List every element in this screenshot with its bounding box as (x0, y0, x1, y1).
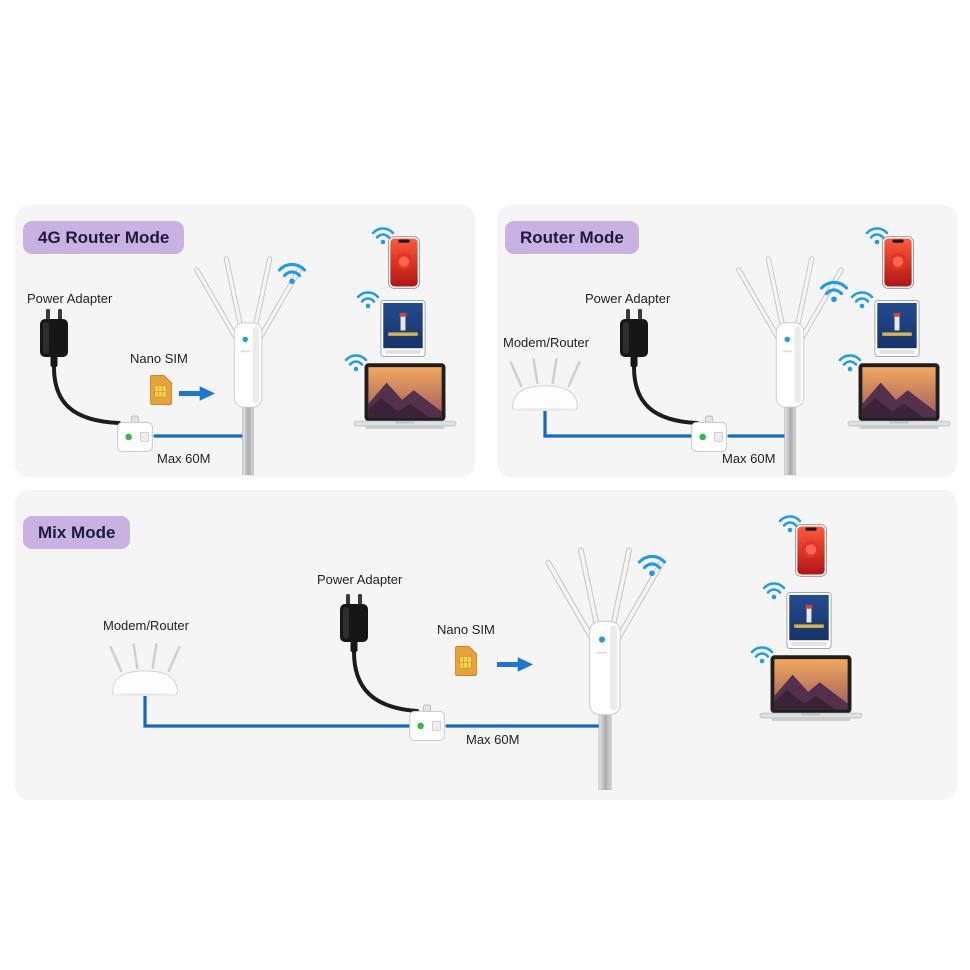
mode-badge: Mix Mode (23, 516, 131, 549)
wifi-signal-icon (819, 278, 849, 303)
laptop-icon (846, 362, 952, 434)
poe-injector-icon (407, 704, 447, 746)
outdoor-router-icon (188, 255, 308, 475)
max-60m-label: Max 60M (157, 451, 211, 466)
modem-router-label: Modem/Router (503, 335, 589, 350)
outdoor-router-icon (544, 546, 666, 790)
poe-injector-icon (115, 415, 155, 457)
power-adapter-label: Power Adapter (317, 572, 403, 587)
modem-router-icon (105, 642, 185, 696)
ethernet-cable (543, 406, 695, 438)
arrow-right-icon (497, 656, 533, 673)
smartphone-icon (388, 236, 420, 289)
wifi-signal-icon (637, 552, 667, 577)
max-60m-label: Max 60M (722, 451, 776, 466)
modem-router-icon (505, 357, 585, 411)
power-cable (52, 365, 121, 425)
mode-badge: Router Mode (505, 221, 639, 254)
tablet-icon (874, 300, 920, 357)
power-adapter-icon (340, 594, 368, 652)
tablet-icon (786, 592, 832, 649)
wifi-signal-icon (356, 289, 380, 309)
panel-mix-mode: Mix Mode Modem/Router Power Adapter Nano… (15, 490, 957, 800)
laptop-icon (758, 654, 864, 726)
mode-badge: 4G Router Mode (23, 221, 185, 254)
power-adapter-icon (40, 309, 68, 367)
power-adapter-icon (620, 309, 648, 367)
panel-router-mode: Router Mode Power Adapter Modem/Router M… (497, 205, 957, 477)
ethernet-cable (143, 694, 411, 728)
nano-sim-icon (150, 375, 172, 405)
power-cable (632, 365, 699, 425)
wifi-signal-icon (850, 289, 874, 309)
panel-4g-router-mode: 4G Router Mode Power Adapter Nano SIM Ma… (15, 205, 475, 477)
nano-sim-label: Nano SIM (130, 351, 188, 366)
wifi-signal-icon (762, 580, 786, 600)
power-adapter-label: Power Adapter (27, 291, 113, 306)
power-adapter-label: Power Adapter (585, 291, 671, 306)
max-60m-label: Max 60M (466, 732, 520, 747)
tablet-icon (380, 300, 426, 357)
modem-router-label: Modem/Router (103, 618, 189, 633)
laptop-icon (352, 362, 458, 434)
wifi-signal-icon (277, 260, 307, 285)
nano-sim-label: Nano SIM (437, 622, 495, 637)
smartphone-icon (882, 236, 914, 289)
nano-sim-icon (455, 646, 477, 676)
smartphone-icon (795, 524, 827, 577)
power-cable (352, 650, 419, 713)
